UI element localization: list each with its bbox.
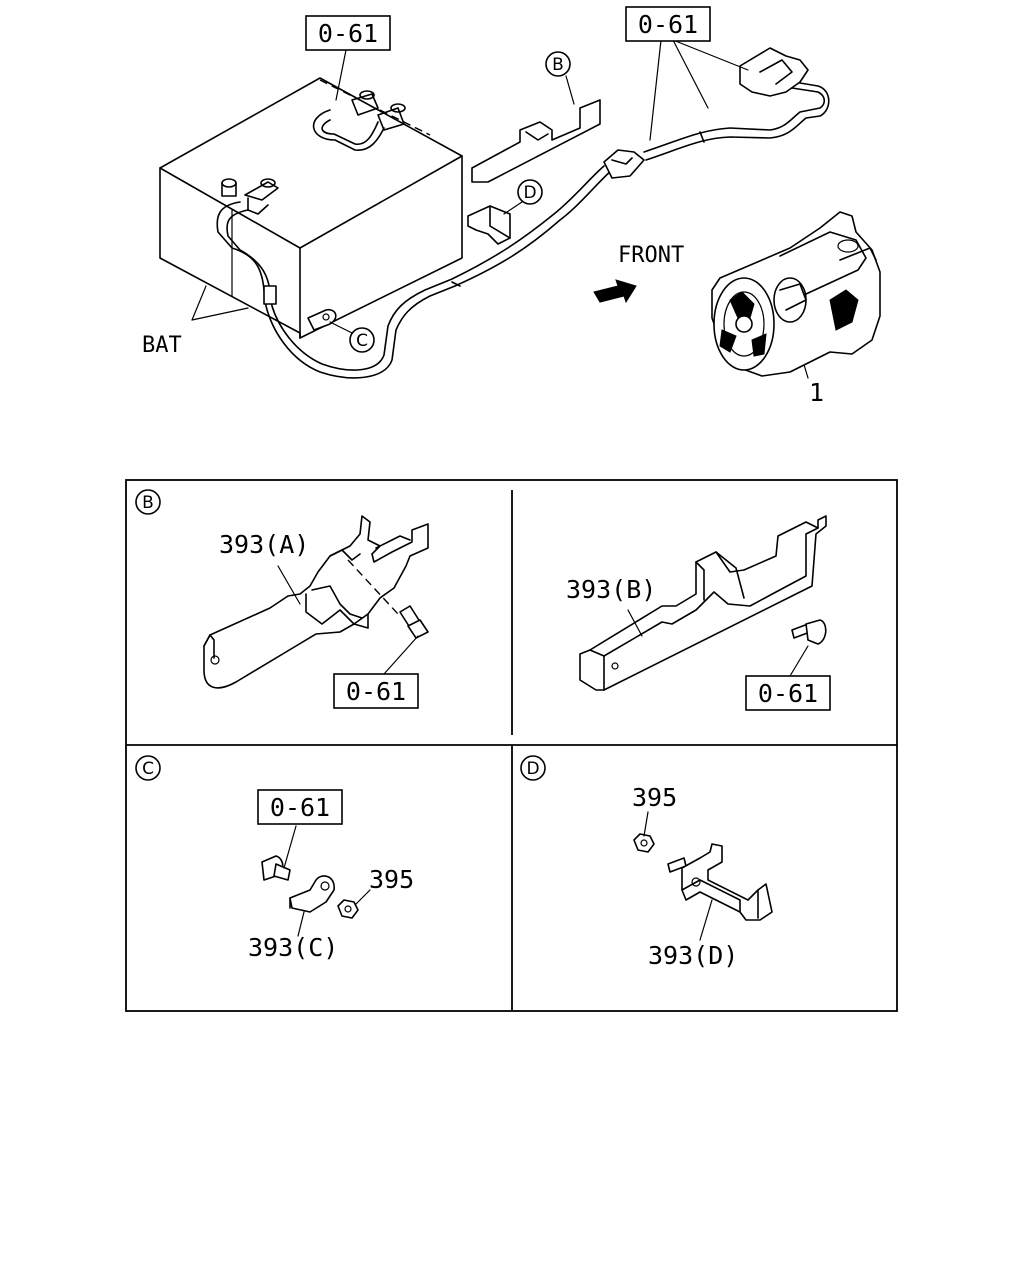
ref-label-panel-c: 0-61 xyxy=(270,793,330,822)
callout-d-circle xyxy=(517,179,543,205)
bolt-393a xyxy=(399,605,429,639)
panel-c-tag: C xyxy=(142,759,154,779)
callout-d-letter: D xyxy=(523,183,536,203)
ref-label-panel-b-left: 0-61 xyxy=(346,677,406,706)
callout-c-letter: C xyxy=(356,331,368,351)
ref-label-panel-b-right: 0-61 xyxy=(758,679,818,708)
panel-d-tag: D xyxy=(526,759,539,779)
starter-cable-right xyxy=(603,47,830,179)
clip-393c xyxy=(289,875,335,913)
battery-cable-upper xyxy=(312,90,406,151)
ref-box-0-61-right xyxy=(625,6,711,42)
starter-motor xyxy=(711,211,881,377)
nut-395-panel-d xyxy=(633,833,655,853)
front-arrow-icon xyxy=(593,279,637,304)
part-label-393c: 393(C) xyxy=(248,933,338,962)
panel-c-tag-circle xyxy=(135,755,161,781)
bracket-393b xyxy=(579,515,827,691)
bracket-393a xyxy=(203,515,429,689)
battery xyxy=(159,77,463,339)
main-battery-cable xyxy=(216,165,613,379)
bolt-393b xyxy=(791,619,827,645)
panel-b-tag-circle xyxy=(135,489,161,515)
clip-c-top xyxy=(307,308,337,331)
callout-b-circle xyxy=(545,51,571,77)
bracket-b-top xyxy=(471,99,601,183)
panel-b-tag: B xyxy=(142,493,154,513)
bracket-d-top xyxy=(467,205,511,245)
ref-box-0-61-left xyxy=(305,15,391,51)
part-label-395-panel-d: 395 xyxy=(632,783,677,812)
ref-box-panel-c xyxy=(257,789,343,825)
panel-d-tag-circle xyxy=(520,755,546,781)
part-label-393d: 393(D) xyxy=(648,941,738,970)
detail-panels-frame xyxy=(125,479,898,1012)
ref-box-panel-b-right xyxy=(745,675,831,711)
callout-b-letter: B xyxy=(552,55,564,75)
callout-c-circle xyxy=(349,327,375,353)
ref-label-0-61-left: 0-61 xyxy=(318,19,378,48)
ref-box-panel-b-left xyxy=(333,673,419,709)
bat-label: BAT xyxy=(142,333,182,358)
nut-395-panel-c xyxy=(337,899,359,919)
part-label-393a: 393(A) xyxy=(219,530,309,559)
front-label: FRONT xyxy=(618,243,684,268)
part-number-1: 1 xyxy=(809,378,824,407)
bracket-393d xyxy=(681,843,773,921)
bolt-panel-c xyxy=(261,855,291,881)
part-label-393b: 393(B) xyxy=(566,575,656,604)
part-label-395-panel-c: 395 xyxy=(369,865,414,894)
ref-label-0-61-right: 0-61 xyxy=(638,10,698,39)
